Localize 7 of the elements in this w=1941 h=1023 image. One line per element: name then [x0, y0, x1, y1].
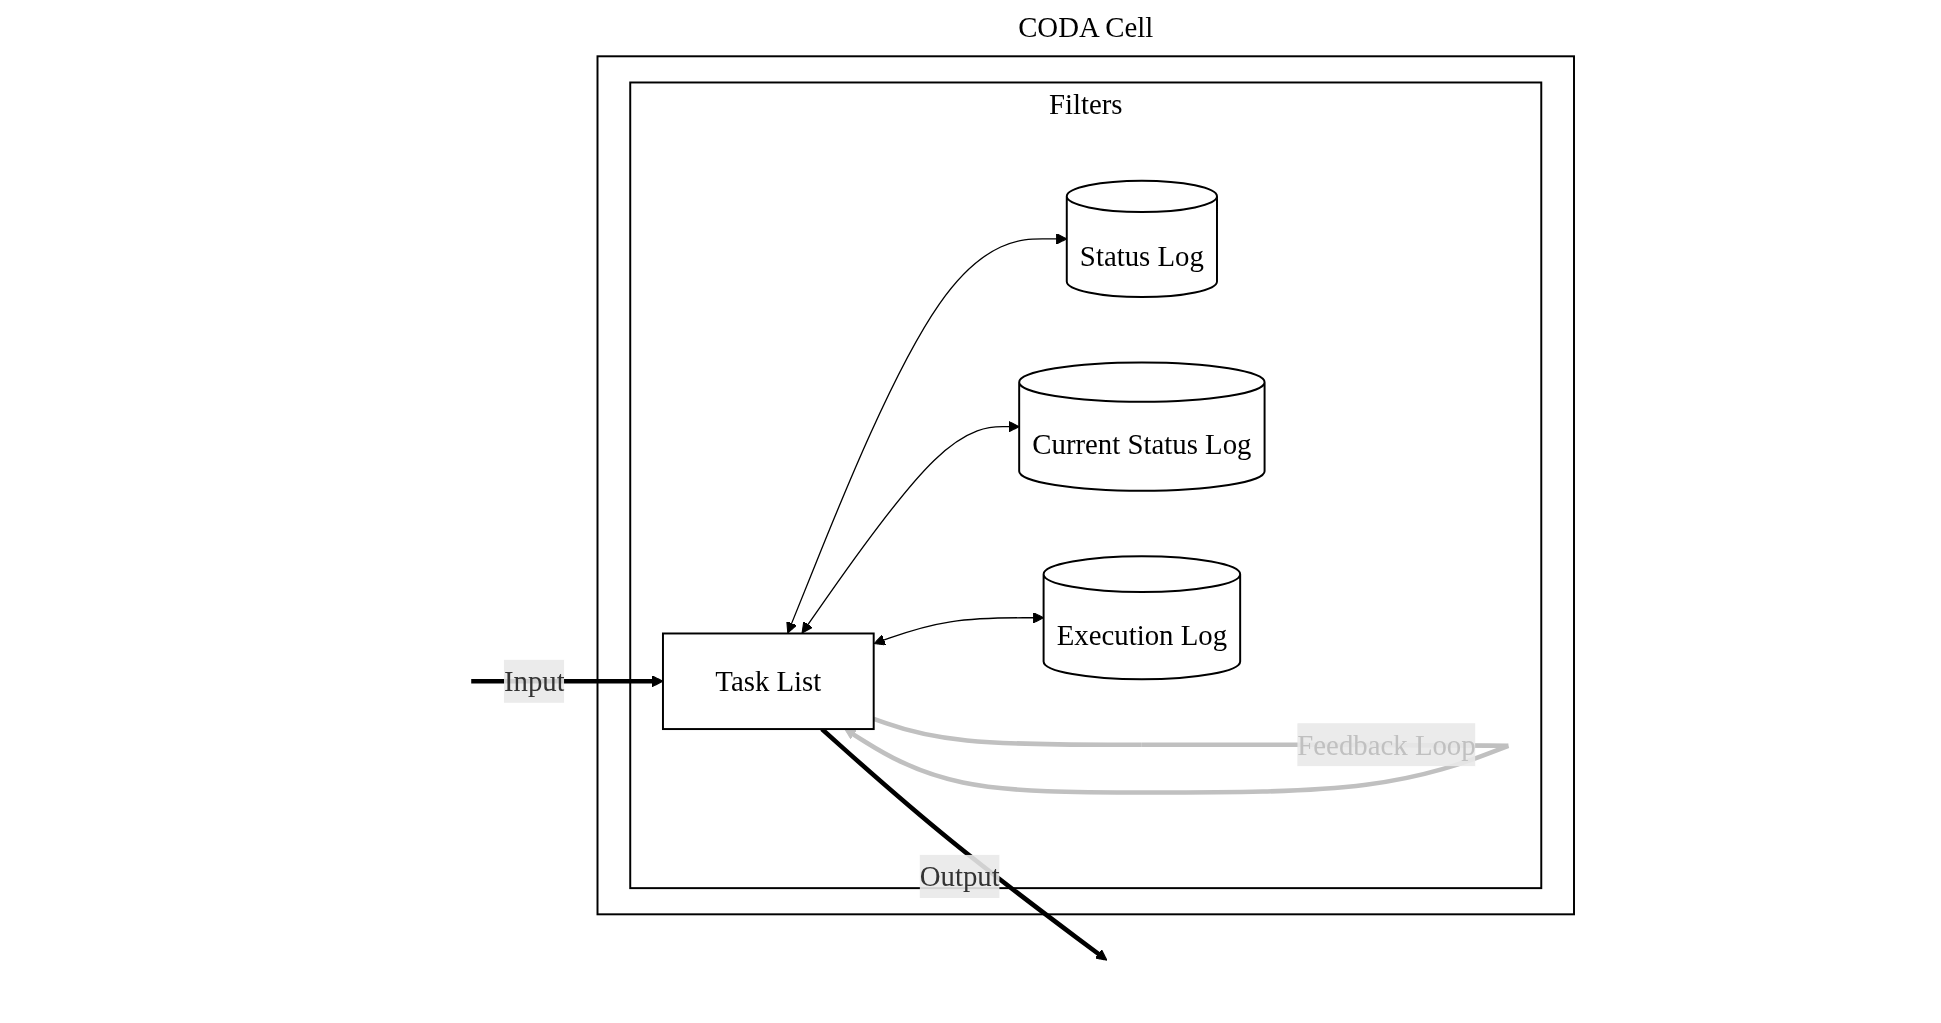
- node-box: Task List: [662, 632, 875, 731]
- edge-label: Input: [504, 664, 566, 698]
- arrow: [801, 420, 1020, 634]
- node-label: CODA Cell: [1018, 10, 1154, 44]
- edge-label: Output: [919, 860, 1000, 893]
- arrow: [786, 233, 1068, 634]
- arrow: [873, 612, 1045, 646]
